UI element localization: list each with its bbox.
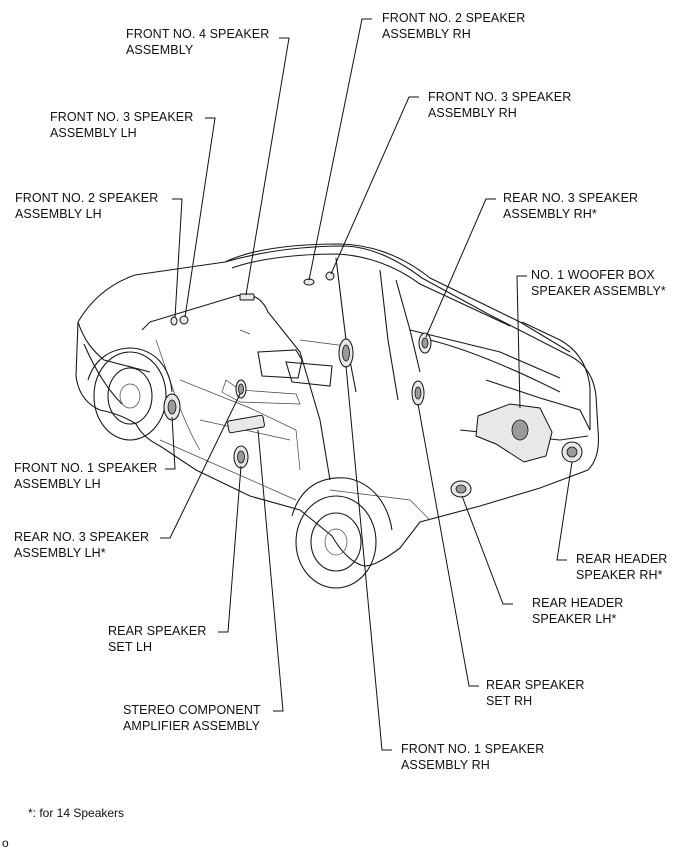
leader-lines [160, 18, 573, 751]
corner-mark: o [2, 836, 9, 850]
footnote: *: for 14 Speakers [28, 806, 125, 820]
vehicle-outline [75, 243, 600, 589]
